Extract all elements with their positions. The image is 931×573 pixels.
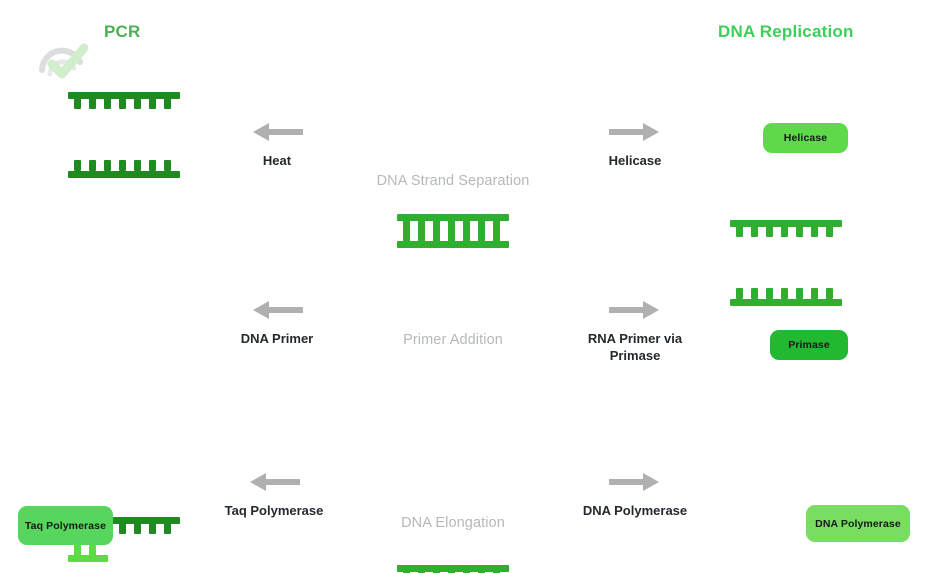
primer-tooth bbox=[89, 545, 96, 556]
strand-tooth bbox=[149, 98, 156, 109]
strand-backbone bbox=[730, 299, 842, 306]
enzyme-badge-dna-polymerase[interactable]: DNA Polymerase bbox=[806, 505, 910, 542]
strand-backbone bbox=[68, 517, 180, 524]
strand-tooth bbox=[751, 226, 758, 237]
strand-rung bbox=[478, 220, 485, 242]
strand-rung bbox=[448, 220, 455, 242]
enzyme-badge-helicase[interactable]: Helicase bbox=[763, 123, 848, 153]
arrow-label-rna-primer-line1: RNA Primer via bbox=[587, 331, 683, 346]
strand-tooth bbox=[781, 226, 788, 237]
arrow-right-icon bbox=[609, 473, 659, 491]
strand-tooth bbox=[811, 226, 818, 237]
enzyme-badge-primase[interactable]: Primase bbox=[770, 330, 848, 360]
strand-backbone bbox=[397, 565, 509, 572]
strand-tooth bbox=[119, 98, 126, 109]
strand-backbone bbox=[730, 220, 842, 227]
strand-tooth bbox=[403, 571, 410, 573]
strand-tooth bbox=[89, 160, 96, 171]
strand-backbone bbox=[68, 92, 180, 99]
strand-rung bbox=[463, 220, 470, 242]
strand-tooth bbox=[104, 98, 111, 109]
strand-backbone bbox=[397, 241, 509, 248]
arrow-label-rna-primer-line2: Primase bbox=[609, 348, 661, 363]
strand-tooth bbox=[74, 98, 81, 109]
strand-tooth bbox=[134, 160, 141, 171]
strand-tooth bbox=[149, 160, 156, 171]
strand-rung bbox=[433, 220, 440, 242]
strand-tooth bbox=[448, 571, 455, 573]
strand-tooth bbox=[104, 160, 111, 171]
column-title-pcr: PCR bbox=[104, 22, 141, 41]
arrow-group-heat: Heat bbox=[202, 122, 352, 169]
strand-tooth bbox=[433, 571, 440, 573]
strand-tooth bbox=[826, 288, 833, 299]
strand-tooth bbox=[418, 571, 425, 573]
strand-tooth bbox=[164, 160, 171, 171]
replication-separated-strands-row1 bbox=[730, 220, 842, 312]
arrow-label-heat: Heat bbox=[262, 153, 292, 168]
strand-tooth bbox=[796, 288, 803, 299]
strand-tooth bbox=[478, 571, 485, 573]
arrow-group-taq-polymerase: Taq Polymerase bbox=[199, 472, 349, 519]
strand-tooth bbox=[766, 288, 773, 299]
arrow-right-icon bbox=[609, 301, 659, 319]
arrow-group-dna-primer: DNA Primer bbox=[202, 300, 352, 347]
strand-tooth bbox=[74, 160, 81, 171]
check-swoosh-watermark-logo bbox=[39, 43, 89, 79]
process-label-primer-addition: Primer Addition bbox=[403, 332, 503, 348]
center-single-strand-row2 bbox=[397, 565, 509, 573]
primer-tooth bbox=[74, 545, 81, 556]
strand-tooth bbox=[736, 288, 743, 299]
strand-tooth bbox=[119, 523, 126, 534]
strand-tooth bbox=[134, 98, 141, 109]
strand-tooth bbox=[796, 226, 803, 237]
strand-rung bbox=[403, 220, 410, 242]
enzyme-badge-taq-polymerase[interactable]: Taq Polymerase bbox=[18, 506, 113, 545]
process-label-dna-elongation: DNA Elongation bbox=[401, 515, 505, 531]
arrow-left-icon bbox=[250, 473, 300, 491]
arrow-group-rna-primer: RNA Primer via Primase bbox=[560, 300, 710, 364]
pcr-separated-strands-row1 bbox=[68, 92, 180, 184]
primer-backbone bbox=[68, 555, 108, 562]
strand-tooth bbox=[119, 160, 126, 171]
arrow-left-icon bbox=[253, 123, 303, 141]
column-title-dna-replication: DNA Replication bbox=[718, 22, 854, 41]
process-label-strand-separation: DNA Strand Separation bbox=[376, 173, 530, 189]
arrow-group-dna-polymerase: DNA Polymerase bbox=[560, 472, 710, 519]
strand-tooth bbox=[164, 523, 171, 534]
arrow-label-dna-polymerase: DNA Polymerase bbox=[582, 503, 688, 518]
strand-tooth bbox=[766, 226, 773, 237]
strand-tooth bbox=[164, 98, 171, 109]
strand-tooth bbox=[493, 571, 500, 573]
strand-tooth bbox=[826, 226, 833, 237]
arrow-left-icon bbox=[253, 301, 303, 319]
strand-tooth bbox=[736, 226, 743, 237]
arrow-label-taq-polymerase: Taq Polymerase bbox=[224, 503, 324, 518]
strand-backbone bbox=[397, 214, 509, 221]
arrow-label-helicase: Helicase bbox=[608, 153, 662, 168]
arrow-label-dna-primer: DNA Primer bbox=[240, 331, 314, 346]
strand-backbone bbox=[68, 171, 180, 178]
strand-tooth bbox=[89, 98, 96, 109]
strand-tooth bbox=[751, 288, 758, 299]
arrow-right-icon bbox=[609, 123, 659, 141]
arrow-group-helicase: Helicase bbox=[560, 122, 710, 169]
strand-tooth bbox=[781, 288, 788, 299]
strand-tooth bbox=[149, 523, 156, 534]
center-double-strand-row1 bbox=[397, 214, 509, 250]
strand-tooth bbox=[811, 288, 818, 299]
strand-tooth bbox=[134, 523, 141, 534]
strand-tooth bbox=[463, 571, 470, 573]
strand-rung bbox=[418, 220, 425, 242]
strand-rung bbox=[493, 220, 500, 242]
